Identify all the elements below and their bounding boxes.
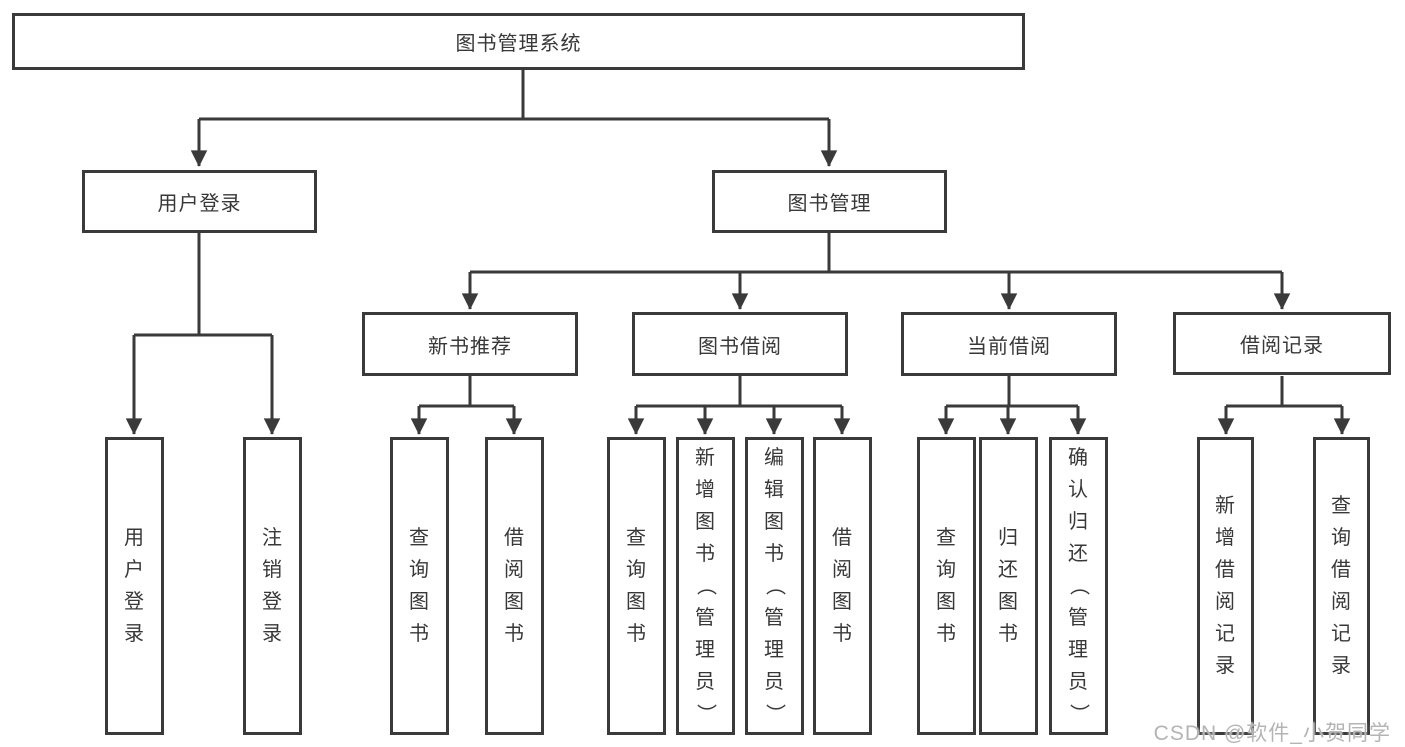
leaf-cb-confirm-return-label: 确认归还（管理员） — [1067, 447, 1090, 725]
node-new-book-recommendation-label: 新书推荐 — [428, 335, 512, 358]
node-current-borrowing: 当前借阅 — [901, 312, 1117, 376]
leaf-user-login: 用户登录 — [105, 437, 164, 735]
leaf-br-query-record-label: 查询借阅记录 — [1331, 495, 1352, 677]
csdn-watermark: CSDN @软件_小贺同学 — [1153, 722, 1391, 745]
connector-borrow-records-split — [1226, 376, 1342, 408]
leaf-user-login-label: 用户登录 — [124, 527, 145, 645]
leaf-cb-query-book: 查询图书 — [917, 437, 976, 735]
connector-new-book-split — [419, 376, 514, 408]
node-borrowing-records-label: 借阅记录 — [1240, 335, 1324, 357]
leaf-rec-borrow-book-label: 借阅图书 — [504, 527, 525, 645]
node-library-system-label: 图书管理系统 — [455, 33, 582, 55]
leaf-cb-return-book: 归还图书 — [979, 437, 1038, 735]
leaf-rec-query-book-label: 查询图书 — [409, 527, 430, 645]
leaf-rec-borrow-book: 借阅图书 — [485, 437, 544, 735]
node-new-book-recommendation: 新书推荐 — [362, 312, 578, 376]
leaf-cb-confirm-return: 确认归还（管理员） — [1049, 437, 1108, 735]
leaf-br-add-record: 新增借阅记录 — [1197, 437, 1254, 735]
leaf-bb-edit-book-label: 编辑图书（管理员） — [763, 447, 786, 725]
node-user-login: 用户登录 — [82, 170, 317, 233]
node-current-borrowing-label: 当前借阅 — [967, 335, 1051, 358]
node-user-login-label: 用户登录 — [157, 193, 242, 215]
leaf-bb-query-book: 查询图书 — [607, 437, 666, 735]
node-borrowing-records: 借阅记录 — [1173, 312, 1391, 375]
leaf-bb-query-book-label: 查询图书 — [626, 527, 647, 645]
leaf-cb-return-book-label: 归还图书 — [998, 527, 1019, 645]
leaf-cb-query-book-label: 查询图书 — [936, 527, 957, 645]
node-book-management: 图书管理 — [712, 170, 947, 233]
leaf-rec-query-book: 查询图书 — [390, 437, 449, 735]
leaf-br-query-record: 查询借阅记录 — [1313, 437, 1370, 735]
leaf-logout: 注销登录 — [243, 437, 302, 735]
connector-book-borrow-split — [636, 376, 842, 408]
connector-root-split — [199, 68, 829, 121]
leaf-logout-label: 注销登录 — [262, 527, 283, 645]
leaf-bb-edit-book: 编辑图书（管理员） — [745, 437, 804, 735]
connector-book-mgmt-split — [470, 233, 1282, 274]
node-library-system: 图书管理系统 — [12, 13, 1025, 70]
leaf-bb-borrow-book-label: 借阅图书 — [832, 527, 853, 645]
node-book-borrowing-label: 图书借阅 — [698, 335, 782, 358]
leaf-bb-borrow-book: 借阅图书 — [813, 437, 872, 735]
node-book-management-label: 图书管理 — [787, 193, 872, 215]
node-book-borrowing: 图书借阅 — [632, 312, 848, 376]
leaf-br-add-record-label: 新增借阅记录 — [1215, 495, 1236, 677]
connector-current-borrow-split — [946, 376, 1078, 408]
leaf-bb-add-book-label: 新增图书（管理员） — [694, 447, 717, 725]
connector-user-login-split — [134, 233, 272, 337]
leaf-bb-add-book: 新增图书（管理员） — [676, 437, 735, 735]
